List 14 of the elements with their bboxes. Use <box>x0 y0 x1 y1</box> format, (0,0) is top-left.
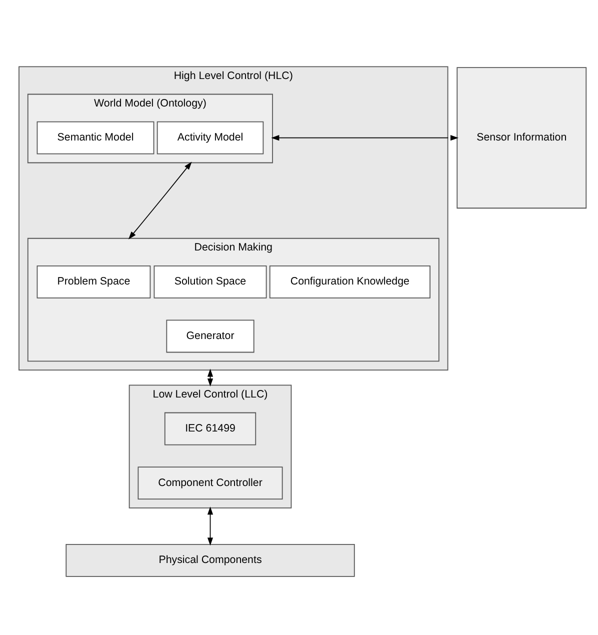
node-box: Sensor Information <box>456 66 587 208</box>
node-box: IEC 61499 <box>164 412 256 445</box>
node-box: Generator <box>166 319 254 352</box>
node-box: Activity Model <box>156 120 264 154</box>
arrow <box>128 161 192 239</box>
arrow <box>207 368 214 386</box>
arrow <box>271 134 458 140</box>
arrow <box>207 506 214 546</box>
node-box: Physical Components <box>66 543 355 576</box>
node-box: Component Controller <box>138 466 283 499</box>
node-box: Solution Space <box>154 265 267 298</box>
node-box: Problem Space <box>36 265 151 298</box>
node-box: Configuration Knowledge <box>269 265 430 298</box>
node-box: Semantic Model <box>36 120 154 154</box>
